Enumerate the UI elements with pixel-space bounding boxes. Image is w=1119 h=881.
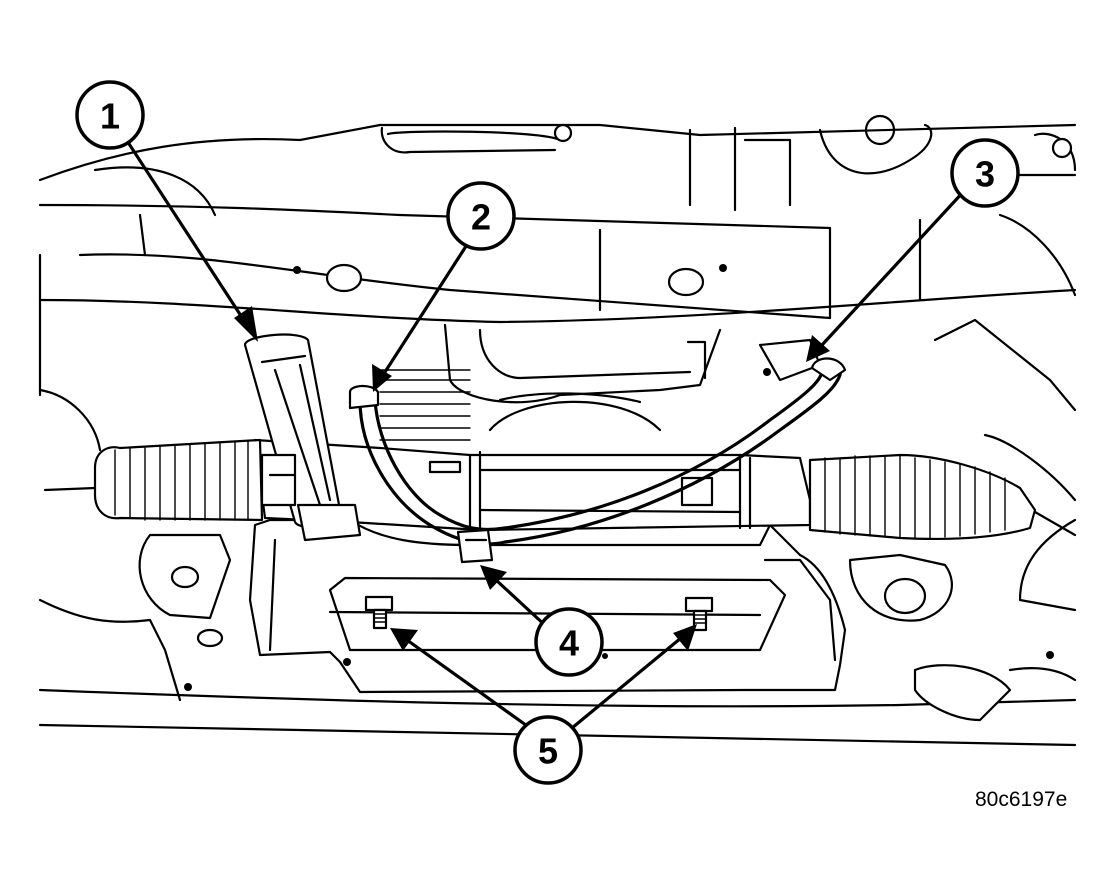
pinion-valve-housing — [243, 333, 362, 542]
gear-mount-bracket — [248, 518, 847, 694]
boot-right — [808, 453, 1077, 541]
callout-3: 3 — [950, 138, 1020, 208]
mounting-stud-right — [684, 596, 714, 632]
callout-4: 4 — [534, 607, 604, 677]
boot-left — [43, 438, 264, 522]
return-hose — [503, 357, 847, 544]
callout-2: 2 — [446, 181, 516, 251]
callout-5-number: 5 — [538, 731, 558, 772]
callout-2-number: 2 — [471, 197, 491, 238]
figure-id: 80c6197e — [975, 788, 1067, 811]
background-structure — [38, 114, 1077, 397]
crossmember-beam — [38, 203, 1077, 324]
callout-4-number: 4 — [559, 623, 579, 664]
mounting-stud-left — [364, 595, 394, 630]
oil-pan — [379, 323, 822, 441]
callout-3-number: 3 — [975, 154, 995, 195]
leader-arrows — [118, 128, 967, 730]
hose-clip — [456, 528, 494, 564]
callout-1-number: 1 — [100, 96, 120, 137]
callout-5: 5 — [513, 715, 583, 785]
callout-1: 1 — [75, 80, 145, 150]
